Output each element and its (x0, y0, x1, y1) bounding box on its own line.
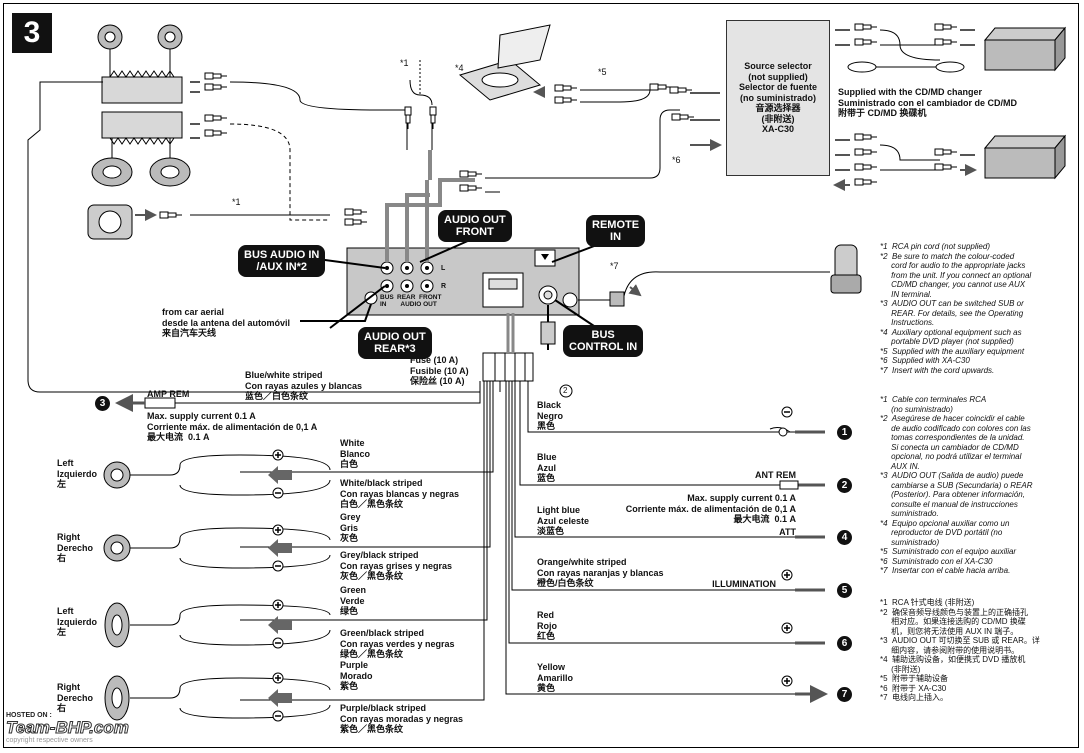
bus-audio-in-callout: BUS AUDIO IN /AUX IN*2 (238, 245, 326, 277)
notes-english: *1 RCA pin cord (not supplied) *2 Be sur… (880, 242, 1032, 375)
notes-spanish: *1 Cable con terminales RCA (no suminist… (880, 395, 1033, 575)
mark-1a: *1 (400, 58, 409, 68)
cdmd-changer-bottom-icon (983, 134, 1067, 180)
mark-7: *7 (610, 261, 619, 271)
watermark-copyright: copyright respective owners (6, 737, 93, 744)
portable-dvd-icon (458, 24, 551, 101)
mark-5: *5 (598, 67, 607, 77)
amplifier-top (101, 70, 183, 104)
speaker-4-icon (104, 675, 130, 721)
ant-rem-supply: Max. supply current 0.1 A Corriente máx.… (625, 493, 796, 524)
terminal-3: 3 (95, 396, 110, 411)
label-rear-front-out: REAR FRONT AUDIO OUT (397, 294, 442, 308)
amp-rem-label: AMP REM (147, 389, 190, 399)
speaker-2-minus: Grey/black striped Con rayas grises y ne… (340, 550, 453, 581)
speaker-3-minus: Green/black striped Con rayas verdes y n… (340, 628, 455, 659)
audio-out-rear-callout: AUDIO OUT REAR*3 (358, 327, 432, 359)
mark-6: *6 (672, 155, 681, 165)
speaker-2-icon (103, 534, 131, 562)
fuse-label: Fuse (10 A) Fusible (10 A) 保险丝 (10 A) (410, 355, 469, 386)
label-bus-in: BUS IN (380, 294, 394, 308)
amp-rem-supply: Max. supply current 0.1 A Corriente máx.… (147, 411, 318, 442)
label-L: L (441, 265, 446, 272)
terminal-4: 4 (837, 530, 852, 545)
watermark-hosted: HOSTED ON : (6, 712, 52, 719)
rotary-commander-icon (830, 244, 862, 294)
speaker-1-minus: White/black striped Con rayas blancas y … (340, 478, 460, 509)
circle-2: 2 (563, 386, 568, 395)
figure-number: 3 (12, 13, 52, 53)
wire-label-light-blue: Light blue Azul celeste 淡蓝色 (537, 505, 590, 536)
wire-label-yellow: Yellow Amarillo 黄色 (537, 662, 574, 693)
terminal-6: 6 (837, 636, 852, 651)
notes-chinese: *1 RCA 针式电线 (非附送) *2 确保音频导线颜色与装置上的正确插孔 相… (880, 598, 1040, 702)
wire-label-black: Black Negro 黑色 (537, 400, 564, 431)
wire-label-orange-white: Orange/white striped Con rayas naranjas … (537, 557, 664, 588)
source-selector-label: Source selector (not supplied) Selector … (738, 61, 818, 134)
mark-4: *4 (455, 63, 464, 73)
watermark-brand: Team-BHP.com (6, 718, 130, 737)
speaker-1-plus: White Blanco 白色 (340, 438, 371, 469)
terminal-5: 5 (837, 583, 852, 598)
speaker-4-minus: Purple/black striped Con rayas moradas y… (340, 703, 464, 734)
cdmd-changer-label: Supplied with the CD/MD changer Suminist… (838, 87, 1018, 118)
speaker-4-side: Right Derecho 右 (57, 682, 94, 713)
speaker-3-side: Left Izquierdo 左 (57, 606, 97, 637)
label-R: R (441, 283, 447, 290)
amp-rem-stripe: Blue/white striped Con rayas azules y bl… (245, 370, 363, 401)
watermark: HOSTED ON : Team-BHP.com copyright respe… (6, 712, 130, 744)
audio-out-front-callout: AUDIO OUT FRONT (438, 210, 512, 242)
source-selector-box: Source selector (not supplied) Selector … (726, 20, 830, 176)
wire-label-red: Red Rojo 红色 (537, 610, 557, 641)
diagram-frame (3, 3, 1079, 748)
ant-rem-label: ANT REM (755, 470, 796, 480)
speaker-3-icon (104, 602, 130, 648)
cdmd-changer-top-icon (983, 26, 1067, 72)
speaker-2-plus: Grey Gris 灰色 (340, 512, 361, 543)
illumination-label: ILLUMINATION (712, 579, 776, 589)
remote-in-callout: REMOTE IN (586, 215, 646, 247)
att-label: ATT (779, 527, 796, 537)
terminal-7: 7 (837, 687, 852, 702)
terminal-2: 2 (837, 478, 852, 493)
wire-label-blue: Blue Azul 蓝色 (537, 452, 557, 483)
speaker-1-icon (103, 461, 131, 489)
speaker-3-plus: Green Verde 绿色 (340, 585, 367, 616)
terminal-1: 1 (837, 425, 852, 440)
mark-1b: *1 (232, 197, 241, 207)
speaker-1-side: Left Izquierdo 左 (57, 458, 97, 489)
bus-control-in-callout: BUS CONTROL IN (563, 325, 644, 357)
speaker-2-side: Right Derecho 右 (57, 532, 94, 563)
amplifier-bottom (101, 111, 183, 145)
speaker-4-plus: Purple Morado 紫色 (340, 660, 373, 691)
aerial-label: from car aerial desde la antena del auto… (162, 307, 291, 338)
